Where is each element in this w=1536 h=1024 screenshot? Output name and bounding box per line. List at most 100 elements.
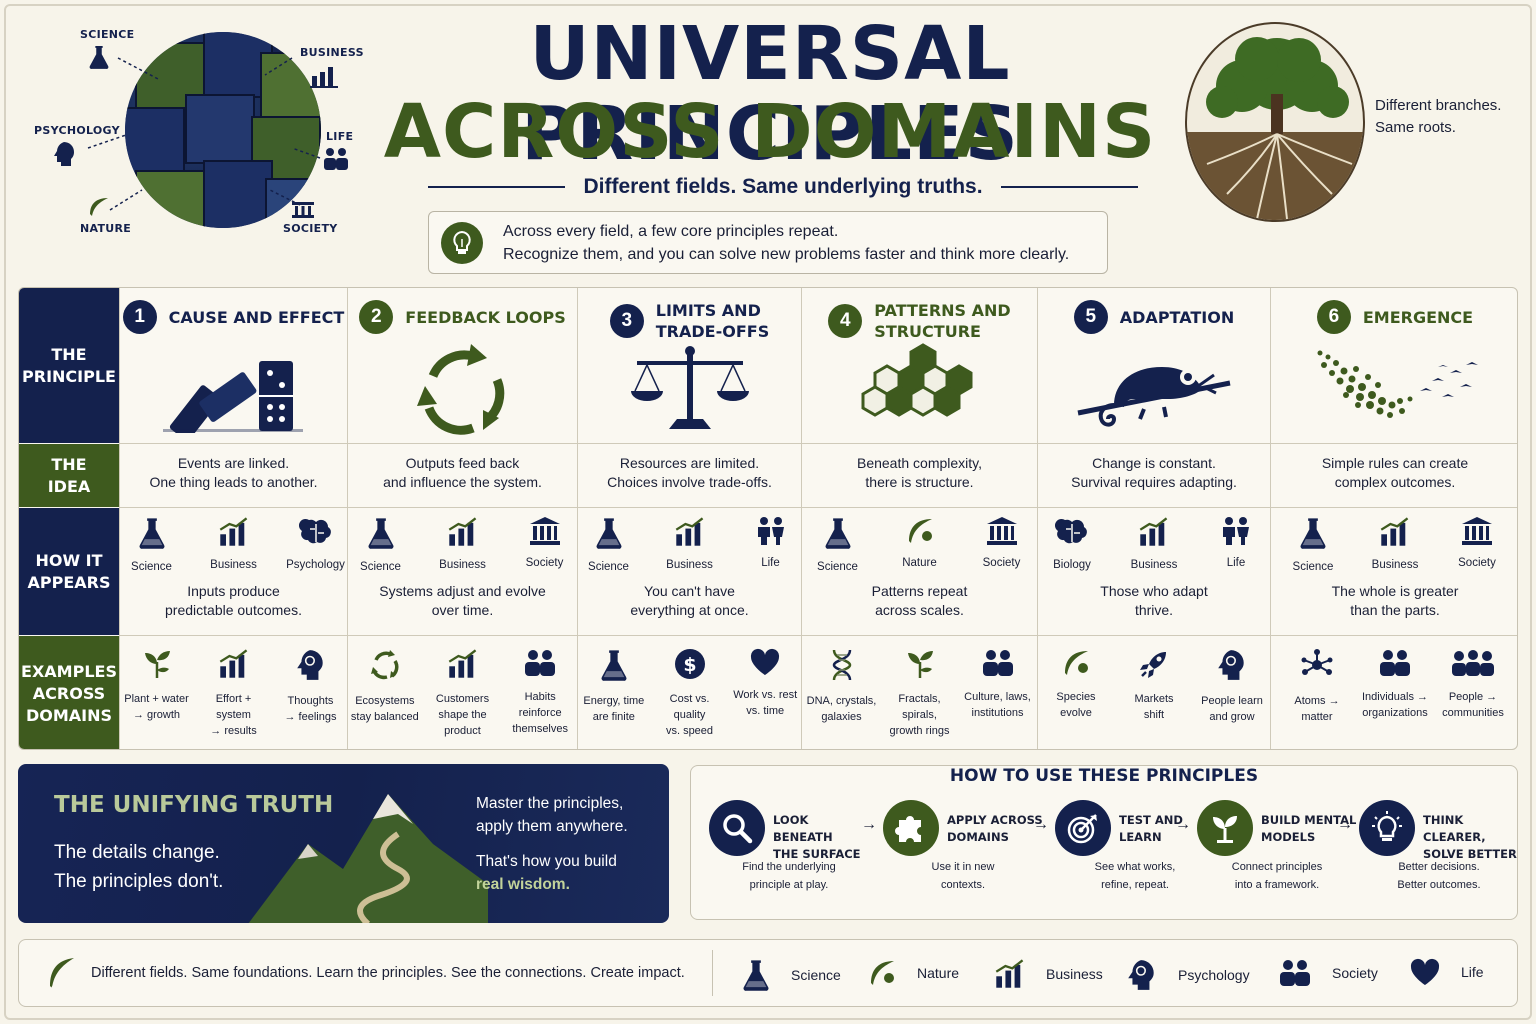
examples-icons: Plant + water→ growth Effort + system→ r… [120,648,347,739]
intro-text: Across every field, a few core principle… [503,222,1070,263]
globe-label-life: LIFE [326,130,354,143]
legend-item-psychology: Psychology [1126,958,1250,992]
legend-item-society: Society [1278,958,1378,988]
appears-item: Business [432,516,494,573]
appears-label: Business [666,559,713,571]
examples-icons: Atoms →matter Individuals →organizations… [1271,648,1517,725]
head-icon [1216,648,1248,687]
people-icon [1378,648,1412,683]
unifying-note: Master the principles, apply them anywhe… [476,795,628,893]
leaf-icon [50,958,74,989]
target-icon [1055,800,1111,856]
appears-item: Business [1123,516,1185,571]
people-icon [981,648,1015,683]
page-title-line2: ACROSS DOMAINS [383,89,1157,175]
brain-icon [298,516,333,553]
appears-label: Business [1130,559,1178,571]
flask-icon [741,958,781,992]
chart-icon [994,958,1036,990]
how-to-use-panel: HOW TO USE THESE PRINCIPLES LOOK BENEATH… [690,765,1518,920]
lightbulb-icon [441,221,483,264]
arrow-right-icon: → [1175,816,1191,833]
heart-icon [749,648,781,681]
flask-icon [1298,516,1328,555]
magnifier-icon [709,800,765,856]
head-icon [54,142,74,166]
appears-label: Science [588,561,629,573]
principle-number: 2 [359,300,394,334]
principle-number: 3 [609,304,644,338]
principle-number: 6 [1316,300,1351,334]
tree-roots-illustration [1185,22,1365,222]
dollar-icon: $ [674,648,706,685]
intro-box: Across every field, a few core principle… [428,211,1108,274]
chart-icon [218,516,250,553]
principle-title: FEEDBACK LOOPS [405,307,566,327]
tree-caption: Different branches. Same roots. [1375,97,1502,136]
subtitle-row: Different fields. Same underlying truths… [428,172,1138,202]
appears-label: Business [210,559,257,571]
building-icon [986,516,1018,551]
unifying-title: THE UNIFYING TRUTH [54,792,334,818]
example-item: Plant + water→ growth [120,648,193,739]
legend-label: Business [1046,966,1103,982]
principle-header: 6 EMERGENCE [1271,300,1517,334]
globe-label-psychology: PSYCHOLOGY [34,124,120,137]
principle-number: 4 [828,304,863,338]
principle-column-5: 5 ADAPTATION Change is constant.Survival… [1037,288,1270,749]
appears-item: Science [807,516,869,573]
step-description: Better decisions.Better outcomes. [1397,861,1481,891]
flask-icon [137,516,167,555]
flask-icon [89,46,109,69]
page-title-line1: UNIVERSAL PRINCIPLES [521,11,1019,177]
principle-idea: Resources are limited.Choices involve tr… [607,455,772,490]
principle-title: CAUSE AND EFFECT [168,307,345,327]
legend-label: Psychology [1178,967,1250,983]
appears-label: Science [360,561,401,573]
appears-item: Science [350,516,412,573]
flask-icon [366,516,396,555]
principle-title: ADAPTATION [1119,307,1235,327]
example-item: Atoms →matter [1280,648,1354,725]
appears-item: Business [659,516,720,573]
plant-icon [141,648,173,685]
example-item: Thoughts→ feelings [274,648,347,739]
legend-label: Society [1332,965,1378,981]
chart-icon [1138,516,1170,553]
appears-item: Life [1205,516,1267,571]
appears-label: Psychology [286,559,345,571]
domains-globe: SCIENCE BUSINESS PSYCHOLOGY LIFE NATURE … [30,20,370,260]
howto-step-5: THINK CLEARER,SOLVE BETTER Better decisi… [1359,800,1519,910]
appears-icons: Science Business Life [578,516,801,573]
appears-item: Society [514,516,576,573]
arrow-right-icon: → [1033,816,1049,833]
brain-icon [1054,516,1089,553]
flask-icon [594,516,624,555]
bulb-icon [1359,800,1415,856]
appears-icons: Science Business Psychology [120,516,347,573]
appears-item: Psychology [285,516,347,573]
puzzle-icon [883,800,939,856]
example-item: Effort + system→ results [197,648,270,739]
step-title: THINK CLEARER,SOLVE BETTER [1423,813,1517,861]
